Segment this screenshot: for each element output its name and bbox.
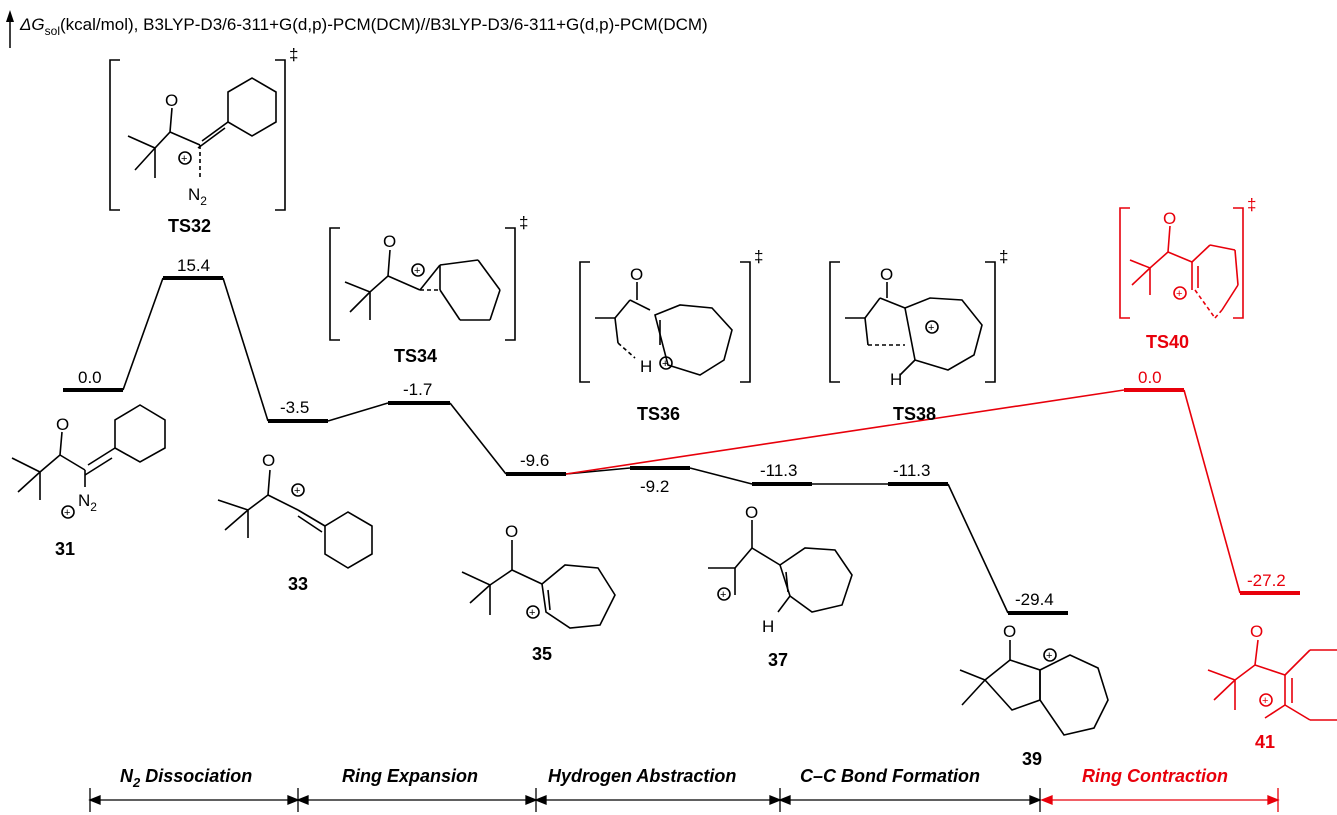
- svg-text:+: +: [414, 265, 420, 277]
- label-37: 37: [768, 650, 788, 670]
- svg-text:O: O: [383, 232, 396, 251]
- label-ts38: TS38: [893, 404, 936, 424]
- label-31: 31: [55, 539, 75, 559]
- structure-ts32: O N2 + ‡ TS32: [109, 45, 298, 236]
- value-37: -11.3: [760, 461, 798, 480]
- phase-arrows: [88, 788, 1042, 812]
- svg-text:O: O: [880, 265, 893, 284]
- svg-text:O: O: [1003, 622, 1016, 641]
- label-ts32: TS32: [168, 216, 211, 236]
- label-ts40: TS40: [1146, 332, 1189, 352]
- svg-text:H: H: [890, 370, 902, 389]
- axis-header: ΔGsol(kcal/mol), B3LYP-D3/6-311+G(d,p)-P…: [19, 15, 708, 38]
- svg-text:O: O: [165, 91, 178, 110]
- value-35: -9.6: [520, 451, 549, 470]
- phase-labels: N2 Dissociation Ring Expansion Hydrogen …: [120, 766, 1228, 790]
- svg-text:H: H: [640, 357, 652, 376]
- structure-ts36: O H + ‡ TS36: [579, 247, 763, 424]
- connectors-main: [122, 277, 1009, 614]
- svg-text:N2: N2: [188, 185, 207, 208]
- label-35: 35: [532, 644, 552, 664]
- value-ts38: -11.3: [893, 461, 931, 480]
- structure-35: O + 35: [461, 522, 616, 664]
- phase-hydrogen-abstraction: Hydrogen Abstraction: [548, 766, 736, 786]
- value-ts32: 15.4: [177, 256, 210, 275]
- svg-text:O: O: [1163, 209, 1176, 228]
- svg-text:O: O: [505, 522, 518, 541]
- svg-text:‡: ‡: [1247, 195, 1256, 214]
- structure-ts34: O + ‡ TS34: [329, 213, 528, 366]
- label-39: 39: [1022, 749, 1042, 769]
- svg-text:+: +: [1046, 650, 1052, 662]
- label-33: 33: [288, 574, 308, 594]
- svg-text:O: O: [56, 415, 69, 434]
- svg-text:+: +: [64, 507, 70, 519]
- svg-text:‡: ‡: [754, 247, 763, 266]
- level-bars: [63, 276, 1300, 615]
- svg-text:+: +: [1176, 288, 1182, 300]
- structure-39: O + 39: [959, 622, 1109, 769]
- value-33: -3.5: [280, 398, 309, 417]
- value-31: 0.0: [78, 368, 102, 387]
- structure-41: O + 41: [1207, 622, 1337, 752]
- svg-text:+: +: [720, 589, 726, 601]
- svg-text:+: +: [928, 322, 934, 334]
- svg-text:O: O: [262, 451, 275, 470]
- phase-arrow-ring-contraction: [1040, 788, 1280, 812]
- svg-text:‡: ‡: [289, 45, 298, 64]
- svg-text:+: +: [181, 153, 187, 165]
- structure-ts38: O H + ‡ TS38: [829, 247, 1008, 424]
- value-ts34: -1.7: [403, 380, 432, 399]
- structure-ts40: O + ‡ TS40: [1119, 195, 1256, 352]
- structure-31: O N2 + 31: [11, 404, 166, 559]
- structure-33: O + 33: [217, 451, 373, 594]
- energy-axis: [6, 10, 14, 48]
- svg-text:N2: N2: [78, 491, 97, 514]
- svg-text:+: +: [529, 607, 535, 619]
- svg-text:H: H: [762, 617, 774, 636]
- phase-n2-dissociation: N2 Dissociation: [120, 766, 252, 790]
- label-ts34: TS34: [394, 346, 437, 366]
- svg-text:+: +: [294, 485, 300, 497]
- svg-text:‡: ‡: [519, 213, 528, 232]
- connectors-ring-contraction: [565, 389, 1241, 594]
- phase-ring-contraction: Ring Contraction: [1082, 766, 1228, 786]
- svg-text:‡: ‡: [999, 247, 1008, 266]
- svg-text:O: O: [1250, 622, 1263, 641]
- phase-cc-bond-formation: C–C Bond Formation: [800, 766, 980, 786]
- value-41: -27.2: [1247, 571, 1286, 590]
- value-ts40: 0.0: [1138, 368, 1162, 387]
- svg-text:+: +: [1262, 695, 1268, 707]
- svg-text:O: O: [745, 503, 758, 522]
- svg-text:+: +: [662, 358, 668, 370]
- svg-text:O: O: [630, 265, 643, 284]
- structure-37: O H + 37: [708, 503, 853, 670]
- value-39: -29.4: [1015, 590, 1054, 609]
- label-ts36: TS36: [637, 404, 680, 424]
- energy-values: 0.0 15.4 -3.5 -1.7 -9.6 -9.2 -11.3 -11.3…: [78, 256, 1286, 609]
- value-ts36: -9.2: [640, 477, 669, 496]
- label-41: 41: [1255, 732, 1275, 752]
- phase-ring-expansion: Ring Expansion: [342, 766, 478, 786]
